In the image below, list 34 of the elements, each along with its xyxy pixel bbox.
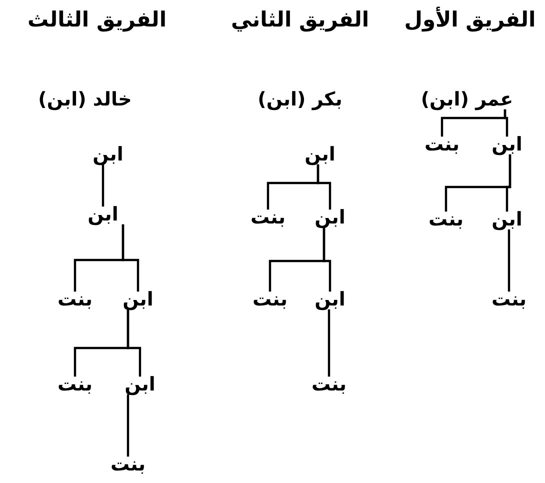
tree-label: بنت <box>110 454 146 476</box>
tree-label: بنت <box>58 374 92 396</box>
team-name: بكر (ابن) <box>258 88 342 112</box>
tree-label: بنت <box>492 288 526 312</box>
team-heading: الفريق الأول <box>404 7 536 33</box>
team-name: خالد (ابن) <box>38 88 132 112</box>
tree-connector <box>74 224 124 292</box>
tree-label: عمر (ابن) <box>420 88 514 112</box>
tree-connector <box>268 227 326 292</box>
tree-label: ابن <box>314 206 346 230</box>
tree-label: بنت <box>312 374 346 396</box>
tree-label: بنت <box>252 288 288 312</box>
tree-label: ابن <box>492 134 522 156</box>
tree-connector <box>102 164 104 207</box>
tree-label: بنت <box>424 134 460 156</box>
tree-connector <box>126 394 130 457</box>
tree-label: بنت <box>250 206 286 230</box>
tree-label: ابن <box>314 288 346 312</box>
team-heading: الفريق الثاني <box>230 7 370 33</box>
tree-label: ابن <box>304 144 336 166</box>
tree-connector <box>328 309 330 377</box>
tree-label: بنت <box>428 208 464 232</box>
tree-label: ابن <box>92 144 124 166</box>
tree-label: ابن <box>122 288 154 312</box>
tree-connector <box>508 229 510 292</box>
tree-connector <box>444 154 512 212</box>
tree-connector <box>440 109 506 137</box>
tree-label: بنت <box>58 288 92 312</box>
tree-connector <box>74 309 130 377</box>
tree-label: ابن <box>124 374 156 396</box>
tree-connector <box>266 164 320 210</box>
tree-label: ابن <box>88 204 118 226</box>
team-heading: الفريق الثالث <box>27 7 167 33</box>
tree-label: ابن <box>492 208 522 232</box>
